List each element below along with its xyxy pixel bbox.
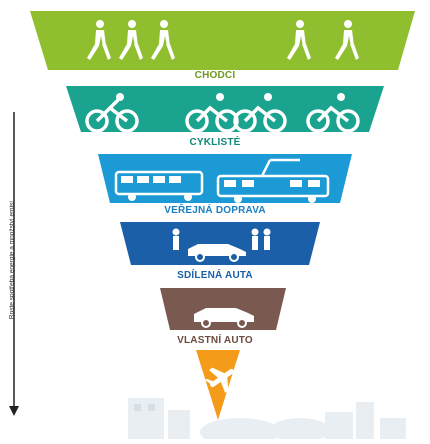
cyclist-riders xyxy=(116,93,345,101)
airplane-icon xyxy=(205,367,234,393)
city-skyline-background xyxy=(128,398,406,444)
side-axis-caption: Roste spotřeba energie a množství emisí xyxy=(6,120,18,400)
cyclist-icon xyxy=(85,98,360,133)
tier-carshare xyxy=(120,222,320,265)
side-axis-arrow xyxy=(9,112,19,416)
transit-windows xyxy=(121,176,320,203)
tier-cycling-band xyxy=(66,86,384,132)
tier-carshare-band xyxy=(120,222,320,265)
shared-car-icon xyxy=(172,228,271,262)
tier-walking-band xyxy=(30,11,415,70)
tier-walking xyxy=(30,11,415,70)
tier-plane xyxy=(196,350,240,420)
tier-cycling xyxy=(66,86,384,133)
side-axis-label: Roste spotřeba energie a množství emisí xyxy=(8,200,16,320)
pedestrian-icon xyxy=(87,20,359,60)
bus-tram-icon xyxy=(114,158,330,198)
tier-transit-band xyxy=(98,154,352,203)
car-icon xyxy=(194,308,254,328)
tier-plane-band xyxy=(196,350,240,420)
tier-transit xyxy=(98,154,352,203)
tier-owncar xyxy=(160,288,286,330)
